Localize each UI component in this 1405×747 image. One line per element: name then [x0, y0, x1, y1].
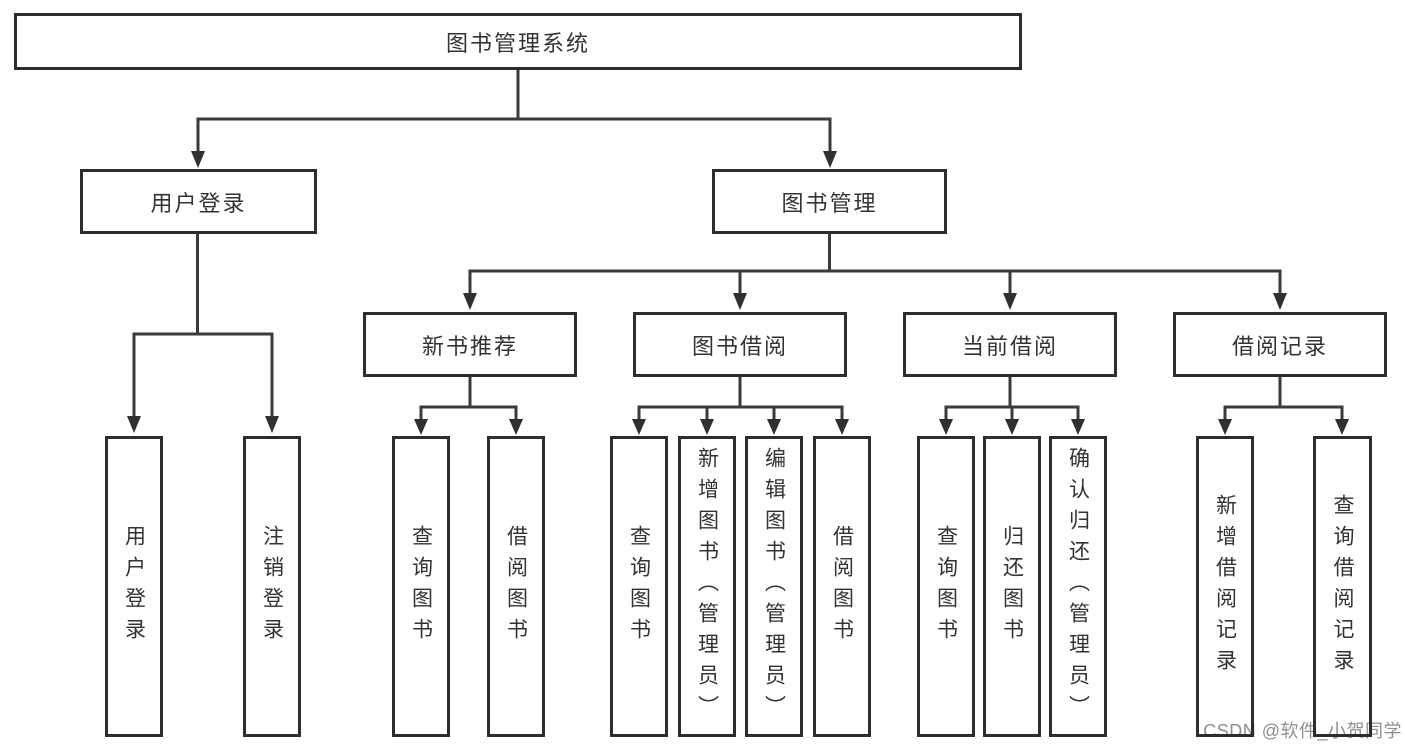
node-label: 查询图书: [934, 524, 958, 649]
node-edit-book-admin: 编辑图书（管理员）: [745, 436, 803, 737]
node-system-root: 图书管理系统: [14, 13, 1022, 70]
node-add-book-admin: 新增图书（管理员）: [678, 436, 736, 737]
node-query-books-under-current: 查询图书: [917, 436, 975, 737]
node-borrowing-records: 借阅记录: [1173, 312, 1387, 377]
node-label: 新增图书（管理员）: [695, 447, 719, 726]
node-label: 归还图书: [1000, 524, 1024, 649]
node-current-borrowing: 当前借阅: [903, 312, 1117, 377]
node-label: 编辑图书（管理员）: [762, 447, 786, 726]
node-label: 用户登录: [122, 524, 146, 649]
node-borrow-books-under-recommend: 借阅图书: [487, 436, 545, 737]
node-book-management: 图书管理: [712, 169, 947, 234]
node-label: 借阅图书: [830, 524, 854, 649]
arrowhead-icons: [127, 151, 1349, 435]
node-confirm-return-admin: 确认归还（管理员）: [1049, 436, 1107, 737]
node-label: 借阅图书: [504, 524, 528, 649]
node-label: 查询图书: [409, 524, 433, 649]
node-label: 注销登录: [260, 524, 284, 649]
node-return-books: 归还图书: [983, 436, 1041, 737]
node-label: 新增借阅记录: [1213, 493, 1237, 680]
node-user-login: 用户登录: [80, 169, 317, 234]
node-label: 确认归还（管理员）: [1066, 447, 1090, 726]
node-new-book-recommend: 新书推荐: [363, 312, 577, 377]
node-label: 查询借阅记录: [1331, 493, 1354, 680]
node-book-borrowing: 图书借阅: [633, 312, 847, 377]
watermark: CSDN @软件_小贺同学: [1203, 721, 1402, 741]
node-query-borrow-record: 查询借阅记录: [1313, 436, 1372, 737]
node-logout-leaf: 注销登录: [243, 436, 301, 737]
node-query-books-under-recommend: 查询图书: [392, 436, 450, 737]
node-add-borrow-record: 新增借阅记录: [1196, 436, 1254, 737]
node-borrow-books-under-borrowing: 借阅图书: [813, 436, 871, 737]
node-label: 查询图书: [627, 524, 651, 649]
node-query-books-under-borrowing: 查询图书: [610, 436, 668, 737]
node-user-login-leaf: 用户登录: [105, 436, 163, 737]
